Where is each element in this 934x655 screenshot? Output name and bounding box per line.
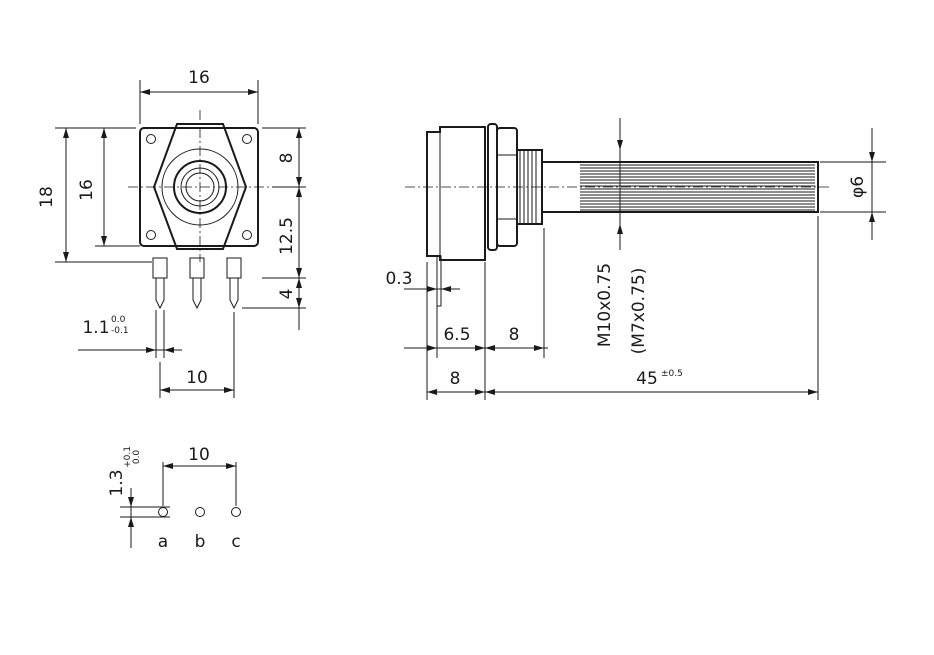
dim-width-16: 16: [188, 68, 210, 88]
side-terminal: [436, 255, 442, 307]
dim-height-16: 16: [77, 179, 97, 201]
dim-pin-width-1-1: 1.1: [82, 318, 109, 338]
dim-thread-m7: (M7x0.75): [629, 268, 649, 355]
side-view: φ6 M10x0.75 (M7x0.75) 0.3 6.5 8 8 45 ±0: [385, 118, 886, 400]
hole-c: [231, 507, 241, 517]
dim-hole-dia-1-3: 1.3: [107, 469, 127, 496]
corner-hole-tr: [242, 134, 252, 144]
shaft-knurling: [580, 164, 815, 211]
dim-pin-length-4: 4: [277, 289, 297, 300]
dim-shaft-dia: φ6: [848, 176, 868, 198]
dim-offset-8: 8: [277, 153, 297, 164]
corner-hole-bl: [146, 230, 156, 240]
side-housing: [426, 126, 486, 261]
hole-b: [195, 507, 205, 517]
dim-hole-tol-lower: 0.0: [132, 450, 142, 465]
dim-footprint-pitch-10: 10: [188, 445, 210, 465]
dim-pin-width-tol-upper: 0.0: [111, 315, 126, 325]
dim-height-18: 18: [37, 186, 57, 208]
dim-shaft-length-45: 45: [636, 369, 658, 389]
dim-pin-thickness: 0.3: [385, 269, 412, 289]
dim-thread-m10: M10x0.75: [595, 263, 615, 347]
dim-pin-width-tol-lower: -0.1: [111, 326, 129, 336]
dim-hole-tol-upper: +0.1: [123, 446, 133, 468]
pin-label-a: a: [158, 532, 168, 552]
pin-label-c: c: [231, 532, 240, 552]
dim-6-5: 6.5: [443, 325, 470, 345]
footprint: a b c 10 1.3 +0.1 0.0: [107, 445, 241, 552]
front-terminals: [152, 257, 242, 310]
dim-offset-12-5: 12.5: [277, 217, 297, 255]
pin-label-b: b: [195, 532, 206, 552]
hole-a: [158, 507, 168, 517]
dim-pin-pitch-10: 10: [186, 368, 208, 388]
front-view: 16 18 16 8 12.5 4 1.1 0: [37, 68, 306, 398]
corner-hole-tl: [146, 134, 156, 144]
corner-hole-br: [242, 230, 252, 240]
dim-8-body: 8: [450, 369, 461, 389]
side-shaft: [541, 161, 819, 213]
dim-shaft-length-tol: ±0.5: [661, 369, 683, 379]
dim-8-bushing: 8: [509, 325, 520, 345]
